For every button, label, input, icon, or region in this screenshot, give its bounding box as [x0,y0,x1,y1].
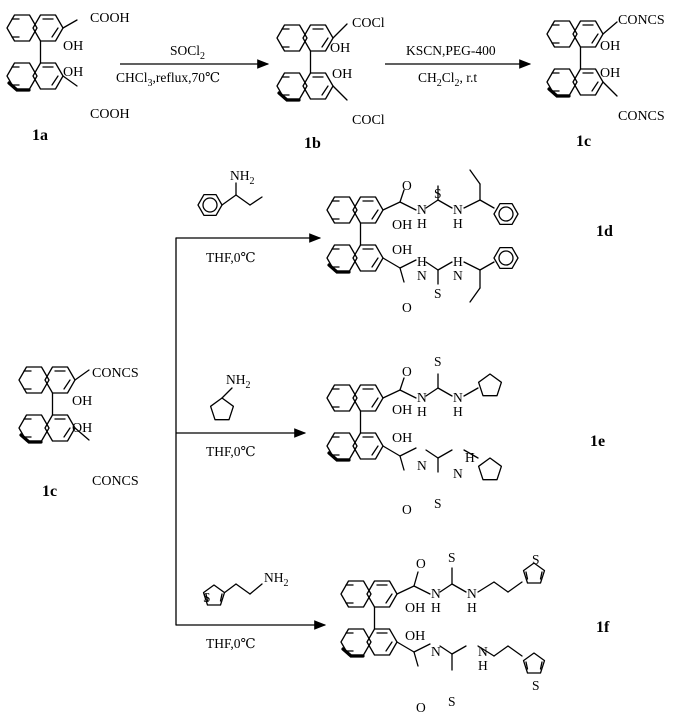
compound-label-1c-top: 1c [576,133,591,150]
1d-amide-h-1: H [417,216,427,231]
1f-amide-n-2: N [431,644,441,659]
compound-label-1f: 1f [596,619,610,636]
compound-1b-structure [277,23,348,100]
1d-thiourea-h-1: H [453,216,463,231]
1c-top-hydroxyl-1: OH [600,39,620,54]
amine-thiopheneethylamine [202,583,263,606]
compound-label-1a: 1a [32,127,48,144]
reagent-socl2: SOCl2 [170,43,205,62]
1d-carbonyl-o-1: O [402,178,412,193]
amine-phenylpropylamine [197,182,263,217]
1c-mid-hydroxyl-2: OH [72,421,92,436]
compound-1f-structure [341,562,546,674]
1e-thione-s-1: S [434,354,442,369]
1d-hydroxyl-1: OH [392,218,412,233]
1e-thiourea-h-2: H [465,450,475,465]
1b-top-acyl-chloride: COCl [352,16,385,31]
conditions-step-2: CH2Cl2, r.t [418,70,477,89]
1c-mid-hydroxyl-1: OH [72,394,92,409]
conditions-1f: THF,0℃ [206,636,256,651]
1e-thione-s-2: S [434,496,442,511]
1f-thiourea-h-1: H [467,600,477,615]
1e-amide-n-1: N [417,390,427,405]
1c-top-hydroxyl-2: OH [600,66,620,81]
1f-hydroxyl-1: OH [405,601,425,616]
1e-hydroxyl-2: OH [392,431,412,446]
1e-thiourea-n-1: N [453,390,463,405]
1a-top-hydroxyl: OH [63,39,83,54]
1d-thione-s-2: S [434,286,442,301]
1e-amide-n-2: N [417,458,427,473]
amine1-amino: NH2 [230,168,255,187]
compound-1c-structure-middle [19,367,90,442]
1b-bottom-hydroxyl: OH [332,67,352,82]
reagent-kscn-peg: KSCN,PEG-400 [406,43,496,58]
conditions-1e: THF,0℃ [206,444,256,459]
conditions-step-1: CHCl3,reflux,70℃ [116,70,220,89]
1f-thione-s-2: S [448,694,456,709]
1b-bottom-acyl-chloride: COCl [352,113,385,128]
1f-amide-h-1: H [431,600,441,615]
compound-label-1c-middle: 1c [42,483,57,500]
1d-thiourea-h-2: H [417,254,427,269]
1e-amide-h-1: H [417,404,427,419]
1e-hydroxyl-1: OH [392,403,412,418]
conditions-1d: THF,0℃ [206,250,256,265]
1a-bottom-carboxyl: COOH [90,107,130,122]
amine3-sulfur: S [203,590,211,605]
1f-thiourea-h-2: H [478,658,488,673]
1c-top-isothiocyanate-2: CONCS [618,109,665,124]
1a-bottom-hydroxyl: OH [63,65,83,80]
1f-carbonyl-o-2: O [416,700,426,715]
1f-carbonyl-o-1: O [416,556,426,571]
1c-top-isothiocyanate-1: CONCS [618,13,665,28]
1e-carbonyl-o-2: O [402,502,412,517]
1f-thione-s-1: S [448,550,456,565]
1d-amide-n-1: N [417,202,427,217]
1f-thiourea-n-1: N [467,586,477,601]
compound-label-1e: 1e [590,433,605,450]
1f-thiourea-nh-2: N [478,644,488,659]
amine-cyclopentylamine [209,387,235,421]
1e-thiourea-n-2: N [453,466,463,481]
1e-carbonyl-o-1: O [402,364,412,379]
compound-1e-structure [327,373,503,481]
1f-thiophene-s-2: S [532,678,540,693]
1d-amide-n-2: N [417,268,427,283]
1d-nh-n-2: N [453,268,463,283]
1f-amide-n-1: N [431,586,441,601]
amine3-amino: NH2 [264,570,289,589]
1b-top-hydroxyl: OH [330,41,350,56]
1d-hydroxyl-2: OH [392,243,412,258]
1f-hydroxyl-2: OH [405,629,425,644]
1d-thiourea-nh-1: N [453,202,463,217]
compound-1d-structure [327,169,519,303]
1e-thiourea-h-1: H [453,404,463,419]
1a-top-carboxyl: COOH [90,11,130,26]
1c-mid-isothiocyanate-1: CONCS [92,366,139,381]
1f-thiophene-s-1: S [532,552,540,567]
1d-thione-s-1: S [434,186,442,201]
compound-1a-structure [7,15,78,90]
1d-carbonyl-o-2: O [402,300,412,315]
amine2-amino: NH2 [226,372,251,391]
compound-label-1d: 1d [596,223,613,240]
compound-1c-structure-top [547,21,618,96]
1d-nh-h-2: H [453,254,463,269]
compound-label-1b: 1b [304,135,321,152]
1c-mid-isothiocyanate-2: CONCS [92,474,139,489]
